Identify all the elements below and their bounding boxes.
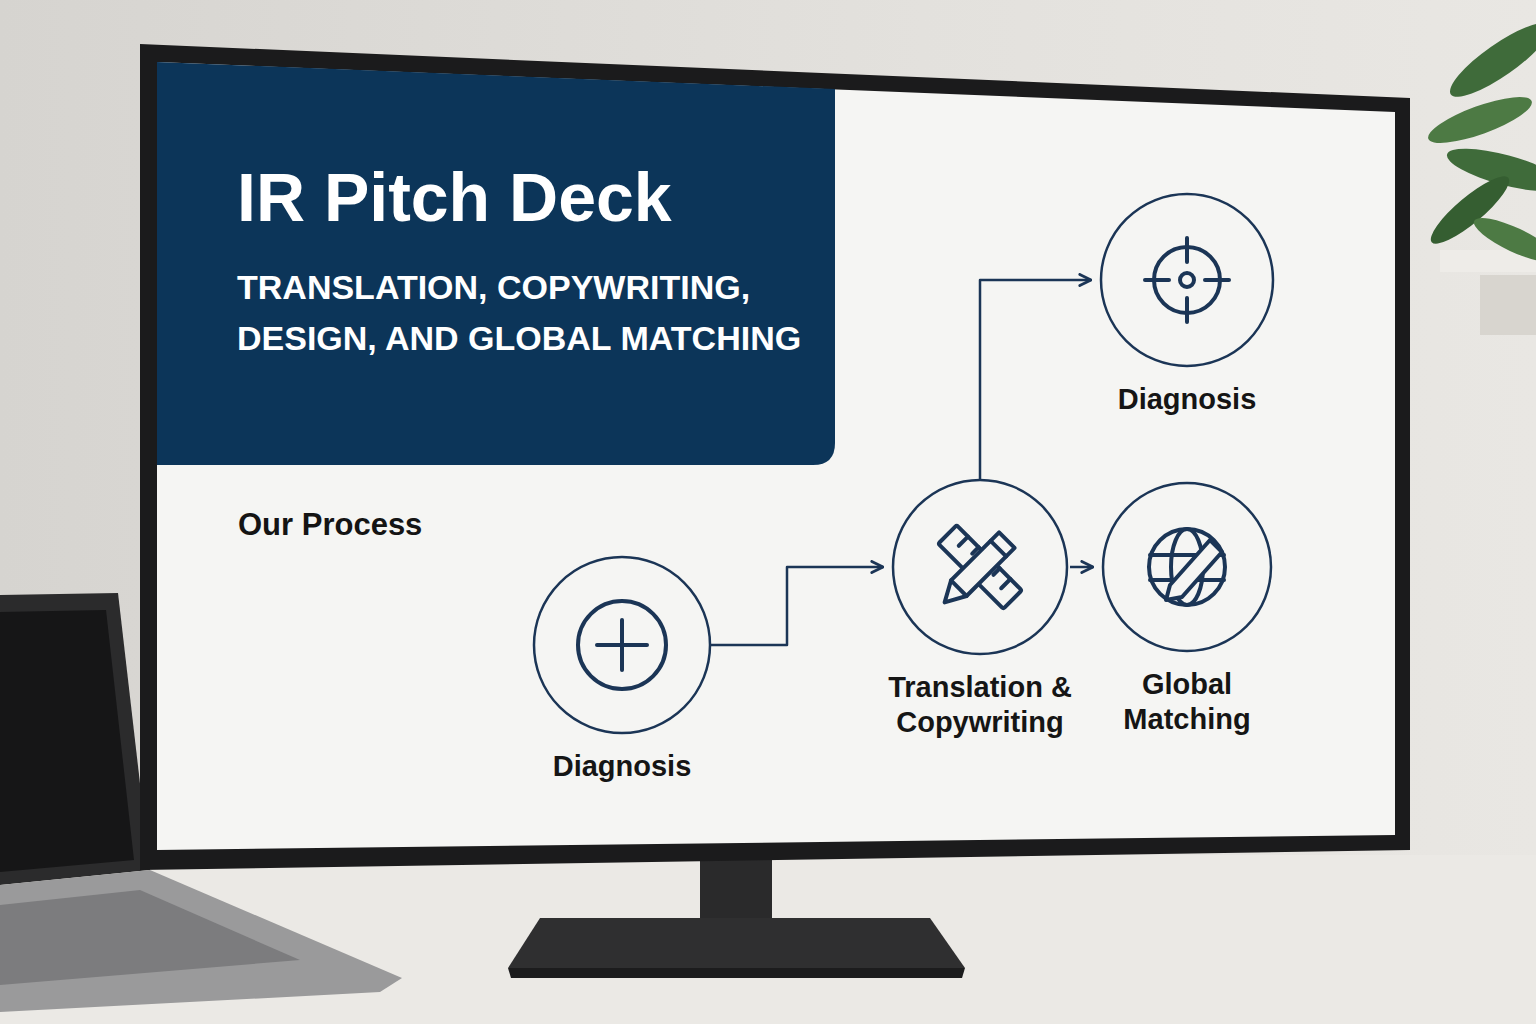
flow-connector (980, 280, 1091, 480)
title-panel (157, 62, 835, 465)
process-node: Diagnosis (522, 555, 722, 784)
monitor-bezel (140, 44, 1410, 870)
crosshair-icon (1145, 238, 1229, 322)
leaf (1469, 210, 1536, 270)
node-circle (1101, 481, 1273, 653)
process-node: Translation & Copywriting (880, 478, 1080, 741)
pencil-body (937, 532, 1015, 610)
plus-icon (578, 601, 666, 689)
ruler-tick (959, 537, 968, 546)
stand-base (508, 918, 965, 968)
pencil-band (991, 541, 1007, 557)
laptop-base (0, 870, 402, 1012)
plant-pot (1480, 275, 1536, 335)
node-circle (532, 555, 712, 735)
globe-ring (1149, 529, 1225, 605)
globe-icon (1149, 529, 1225, 605)
slide-title: IR Pitch Deck (237, 160, 672, 235)
monitor-stand (508, 850, 965, 978)
leaf (1442, 12, 1536, 107)
crosshair-tick (1145, 278, 1169, 282)
laptop-lid (0, 593, 150, 885)
ruler-tick (1001, 579, 1010, 588)
pencil (937, 532, 1015, 610)
process-node: Global Matching (1101, 481, 1273, 738)
circle-outline (893, 480, 1067, 654)
crosshair-dot (1180, 273, 1194, 287)
wall (0, 0, 1536, 860)
crosshair-tick (1205, 278, 1229, 282)
screen (157, 62, 1395, 850)
circle-outline (534, 557, 710, 733)
process-node: Diagnosis (1087, 192, 1287, 417)
leaf (1424, 88, 1536, 152)
node-label: Translation & Copywriting (880, 670, 1080, 741)
pencil-tip-line (951, 580, 967, 596)
laptop-screen (0, 610, 134, 872)
pencil-ruler-icon (937, 525, 1022, 610)
node-label: Global Matching (1112, 667, 1262, 738)
stand-base-edge (508, 968, 965, 978)
flow-connector (1070, 566, 1093, 569)
circle-outline (1103, 483, 1271, 651)
plus-bar (620, 620, 624, 670)
plus-ring (578, 601, 666, 689)
globe-pencil (1166, 540, 1222, 600)
plant (1423, 12, 1536, 335)
slide-subtitle: TRANSLATION, COPYWRITING, DESIGN, AND GL… (237, 262, 822, 364)
node-label: Diagnosis (522, 749, 722, 784)
node-circle (1099, 192, 1275, 368)
circle-outline (1101, 194, 1273, 366)
crosshair-tick (1185, 298, 1189, 322)
section-heading: Our Process (238, 506, 422, 543)
crosshair-tick (1185, 238, 1189, 262)
laptop-keyboard (0, 890, 300, 985)
node-label: Diagnosis (1087, 382, 1287, 417)
node-circle (891, 478, 1069, 656)
flow-connector (710, 567, 883, 645)
